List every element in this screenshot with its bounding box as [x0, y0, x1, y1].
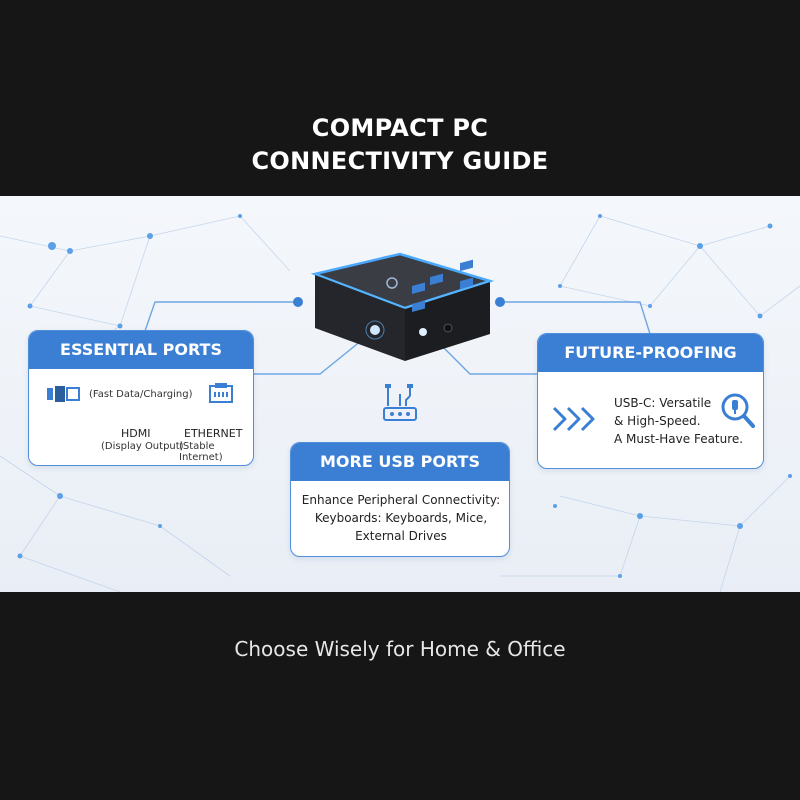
header-band: [0, 0, 800, 196]
ethernet-note: (Stable Internet): [179, 441, 223, 463]
usb-line-1: Enhance Peripheral Connectivity:: [301, 493, 501, 507]
essential-ports-card: ESSENTIAL PORTS (Fast Data/Charging) HDM…: [28, 330, 254, 466]
ethernet-port-icon: [209, 383, 233, 403]
more-usb-ports-card: MORE USB PORTS Enhance Peripheral Connec…: [290, 442, 510, 557]
usb-port-icon: [47, 386, 80, 402]
title-line-1: COMPACT PC: [311, 114, 489, 142]
essential-ports-heading: ESSENTIAL PORTS: [29, 331, 253, 369]
usb-line-3: External Drives: [355, 529, 447, 543]
tagline: Choose Wisely for Home & Office: [234, 637, 566, 661]
title-line-2: CONNECTIVITY GUIDE: [251, 147, 549, 175]
ethernet-label: ETHERNET: [184, 427, 243, 440]
future-proofing-heading: FUTURE-PROOFING: [538, 334, 763, 372]
chevrons-right-icon: [552, 406, 595, 432]
more-usb-ports-heading: MORE USB PORTS: [291, 443, 509, 481]
page-title: COMPACT PC CONNECTIVITY GUIDE: [0, 112, 800, 178]
future-line-3: A Must-Have Feature.: [614, 432, 744, 446]
magnifier-usb-icon: [721, 393, 755, 428]
hdmi-note: (Display Output): [101, 441, 184, 452]
footer-band: [0, 592, 800, 800]
hdmi-label: HDMI: [121, 427, 151, 440]
future-line-2: & High-Speed.: [614, 414, 701, 428]
usb-line-2: Keyboards: Keyboards, Mice,: [314, 511, 488, 525]
usb-hub-icon: [383, 384, 417, 421]
usb-note: (Fast Data/Charging): [89, 389, 193, 400]
future-proofing-card: FUTURE-PROOFING USB-C: Versatile & High-…: [537, 333, 764, 469]
mini-pc-illustration: [310, 252, 495, 361]
future-line-1: USB-C: Versatile: [614, 396, 712, 410]
